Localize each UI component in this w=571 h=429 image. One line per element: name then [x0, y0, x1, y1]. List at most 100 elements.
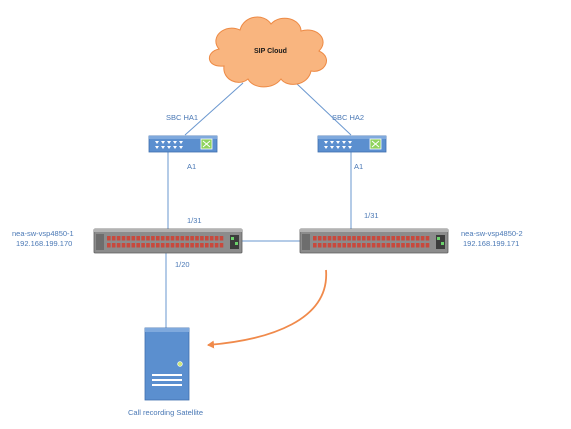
- switch-port: [386, 236, 391, 241]
- switch-port: [121, 236, 126, 241]
- switch-1-downlink-port-label: 1/20: [175, 260, 190, 269]
- server-icon: [144, 327, 190, 401]
- switch-port: [209, 236, 214, 241]
- switch-port: [180, 236, 185, 241]
- switch-port: [146, 236, 150, 241]
- link-cloud-sbc-ha2: [295, 82, 352, 136]
- switch-port: [420, 243, 425, 248]
- switch-port: [352, 236, 356, 241]
- switch-port: [376, 236, 381, 241]
- switch-port: [165, 236, 170, 241]
- switch-port: [406, 243, 410, 248]
- switch-port: [165, 243, 170, 248]
- switch-port: [219, 236, 224, 241]
- switch-port: [391, 243, 395, 248]
- switch-port: [200, 236, 204, 241]
- switch-port: [317, 243, 322, 248]
- switch-port: [401, 236, 405, 241]
- switch-port: [190, 236, 194, 241]
- switch-2-ip: 192.168.199.171: [463, 239, 520, 248]
- switch-port: [342, 236, 346, 241]
- switch-port: [396, 243, 400, 248]
- switch-port: [141, 243, 145, 248]
- switch-port: [107, 236, 111, 241]
- switch-port: [313, 243, 317, 248]
- switch-port: [107, 243, 111, 248]
- sbc-ha1-icon: [148, 135, 218, 153]
- switch-port: [366, 236, 371, 241]
- switch-port: [111, 243, 116, 248]
- switch-port: [160, 236, 165, 241]
- switch-port: [136, 243, 140, 248]
- switch-port: [411, 243, 415, 248]
- switch-1-uplink-port-label: 1/31: [187, 216, 202, 225]
- switch-port: [371, 236, 376, 241]
- switch-port: [126, 236, 131, 241]
- switch-port: [401, 243, 405, 248]
- switch-2-port-block: [313, 236, 430, 248]
- switch-port: [371, 243, 376, 248]
- switch-port: [332, 243, 337, 248]
- switch-port: [200, 243, 204, 248]
- switch-port: [195, 236, 199, 241]
- switch-port: [381, 243, 386, 248]
- switch-port: [415, 236, 420, 241]
- switch-2-hostname: nea-sw-vsp4850-2: [461, 229, 523, 238]
- sbc-ha1-label: SBC HA1: [166, 113, 199, 122]
- switch-port: [317, 236, 322, 241]
- switch-port: [126, 243, 131, 248]
- switch-vsp4850-1-icon: [93, 228, 243, 254]
- switch-port: [175, 243, 180, 248]
- server-label: Call recording Satellite: [128, 408, 204, 417]
- switch-port: [415, 243, 420, 248]
- switch-port: [362, 236, 366, 241]
- switch-port: [332, 236, 337, 241]
- switch-port: [170, 236, 175, 241]
- switch-port: [141, 236, 145, 241]
- switch-port: [116, 243, 121, 248]
- switch-2-uplink-port-label: 1/31: [364, 211, 379, 220]
- switch-port: [219, 243, 224, 248]
- switch-port: [205, 236, 209, 241]
- switch-1-port-block: [107, 236, 224, 248]
- switch-port: [195, 243, 199, 248]
- switch-port: [381, 236, 386, 241]
- sip-cloud-icon: [209, 16, 327, 88]
- switch-port: [347, 243, 351, 248]
- switch-port: [175, 236, 180, 241]
- switch-port: [136, 236, 140, 241]
- switch-port: [386, 243, 391, 248]
- link-cloud-sbc-ha1: [184, 82, 244, 136]
- switch-port: [347, 236, 351, 241]
- switch-port: [366, 243, 371, 248]
- switch-port: [322, 243, 327, 248]
- switch-port: [146, 243, 150, 248]
- switch-port: [121, 243, 126, 248]
- switch-port: [337, 236, 342, 241]
- switch-port: [411, 236, 415, 241]
- switch-port: [313, 236, 317, 241]
- sip-cloud-label: SIP Cloud: [254, 48, 287, 55]
- switch-port: [160, 243, 165, 248]
- switch-port: [352, 243, 356, 248]
- switch-port: [185, 243, 189, 248]
- switch-port: [396, 236, 400, 241]
- switch-port: [327, 236, 332, 241]
- switch-port: [337, 243, 342, 248]
- switch-port: [425, 236, 430, 241]
- switch-port: [420, 236, 425, 241]
- switch-port: [151, 236, 155, 241]
- switch-port: [180, 243, 185, 248]
- sbc-ha1-port-label: A1: [187, 162, 197, 171]
- switch-vsp4850-2-icon: [299, 228, 449, 254]
- switch-port: [205, 243, 209, 248]
- links: [165, 82, 352, 328]
- switch-port: [425, 243, 430, 248]
- sbc-ha2-icon: [317, 135, 387, 153]
- switch-port: [327, 243, 332, 248]
- sbc-ha2-port-label: A1: [354, 162, 364, 171]
- switch-port: [185, 236, 189, 241]
- switch-port: [111, 236, 116, 241]
- switch-port: [190, 243, 194, 248]
